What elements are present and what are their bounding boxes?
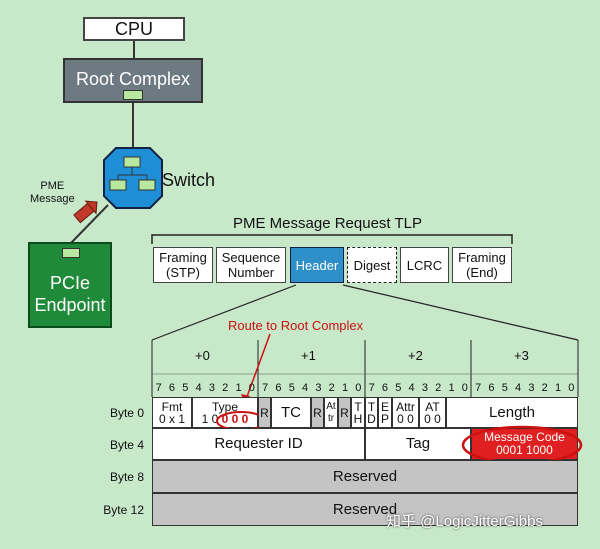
bit-label: 0 [461, 382, 468, 394]
reserved-row-byte12: Reserved [152, 493, 578, 526]
pcie-endpoint-port [62, 248, 80, 258]
message-code-cell: Message Code 0001 1000 [471, 428, 578, 460]
bit-label: 4 [302, 382, 309, 394]
bit-label: 1 [235, 382, 242, 394]
bit-label: 7 [262, 382, 269, 394]
row-label-byte0: Byte 0 [109, 406, 144, 420]
row-label-byte4: Byte 4 [109, 438, 144, 452]
column-header-2: +2 [408, 348, 423, 363]
bit-label: 6 [168, 382, 176, 394]
route-to-root-complex-note: Route to Root Complex [228, 318, 364, 333]
requester-id-cell: Requester ID [152, 428, 365, 460]
reserved-bit-r1: R [258, 397, 271, 428]
switch-endpoint-link [69, 204, 109, 245]
watermark: 知乎 @LogicJitterGibbs [386, 513, 543, 530]
bit-label: 2 [541, 382, 548, 394]
column-header-0: +0 [195, 348, 210, 363]
pme-message-packet-icon [73, 200, 98, 224]
tlp-bracket [151, 234, 513, 244]
pcie-endpoint-label: PCIe Endpoint [34, 273, 106, 315]
root-complex-port [123, 90, 143, 100]
bit-label: 4 [195, 382, 202, 394]
switch-label: Switch [162, 170, 216, 190]
bit-label: 2 [222, 382, 229, 394]
bit-label: 6 [488, 382, 495, 394]
type-route-bits: 0 0 0 [221, 411, 249, 426]
tag-cell: Tag [365, 428, 471, 460]
bit-label: 2 [328, 382, 335, 394]
bit-label: 4 [515, 382, 522, 394]
bit-label: 7 [155, 382, 162, 394]
bit-label: 7 [475, 382, 482, 394]
tlp-field-lcrc: LCRC [400, 247, 449, 283]
tlp-field-header: Header [290, 247, 344, 283]
reserved-row-byte8: Reserved [152, 460, 578, 493]
bit-label: 3 [528, 382, 535, 394]
column-header-1: +1 [301, 348, 316, 363]
bit-label: 0 [568, 382, 575, 394]
reserved-bit-r2: R [311, 397, 324, 428]
bit-label: 4 [408, 382, 415, 394]
root-complex-label: Root Complex [75, 69, 191, 89]
bit-label: 1 [448, 382, 455, 394]
reserved-bit-r3: R [338, 397, 351, 428]
bit-label: 3 [421, 382, 428, 394]
bit-label: 5 [501, 382, 508, 394]
route-arrow [244, 333, 271, 403]
bit-label: 1 [554, 382, 562, 394]
cpu-box: CPU [83, 17, 185, 41]
row-label-byte8: Byte 8 [109, 470, 144, 484]
bit-label: 6 [275, 382, 282, 394]
bit-label: 5 [288, 382, 295, 394]
tlp-field-framing-stp: Framing(STP) [153, 247, 213, 283]
tlp-field-framing-end: Framing(End) [452, 247, 512, 283]
length-cell: Length [446, 397, 578, 428]
bit-label: 0 [355, 382, 362, 394]
switch-icon [103, 147, 163, 209]
bit-label: 5 [182, 382, 189, 394]
bit-label: 3 [208, 382, 215, 394]
bit-label: 0 [248, 382, 255, 394]
bit-label: 5 [395, 382, 402, 394]
expand-line-right [342, 284, 579, 341]
tlp-title: PME Message Request TLP [233, 215, 422, 232]
bit-label: 2 [435, 382, 442, 394]
expand-line-left [151, 284, 297, 341]
bit-label: 7 [368, 382, 375, 394]
column-header-3: +3 [514, 348, 529, 363]
pme-message-label: PME Message [30, 180, 75, 205]
tlp-field-digest: Digest [347, 247, 397, 283]
bit-label: 6 [381, 382, 389, 394]
row-label-byte12: Byte 12 [103, 503, 144, 517]
bit-label: 3 [315, 382, 322, 394]
bit-label: 1 [341, 382, 349, 394]
tc-cell: TC [271, 397, 311, 428]
